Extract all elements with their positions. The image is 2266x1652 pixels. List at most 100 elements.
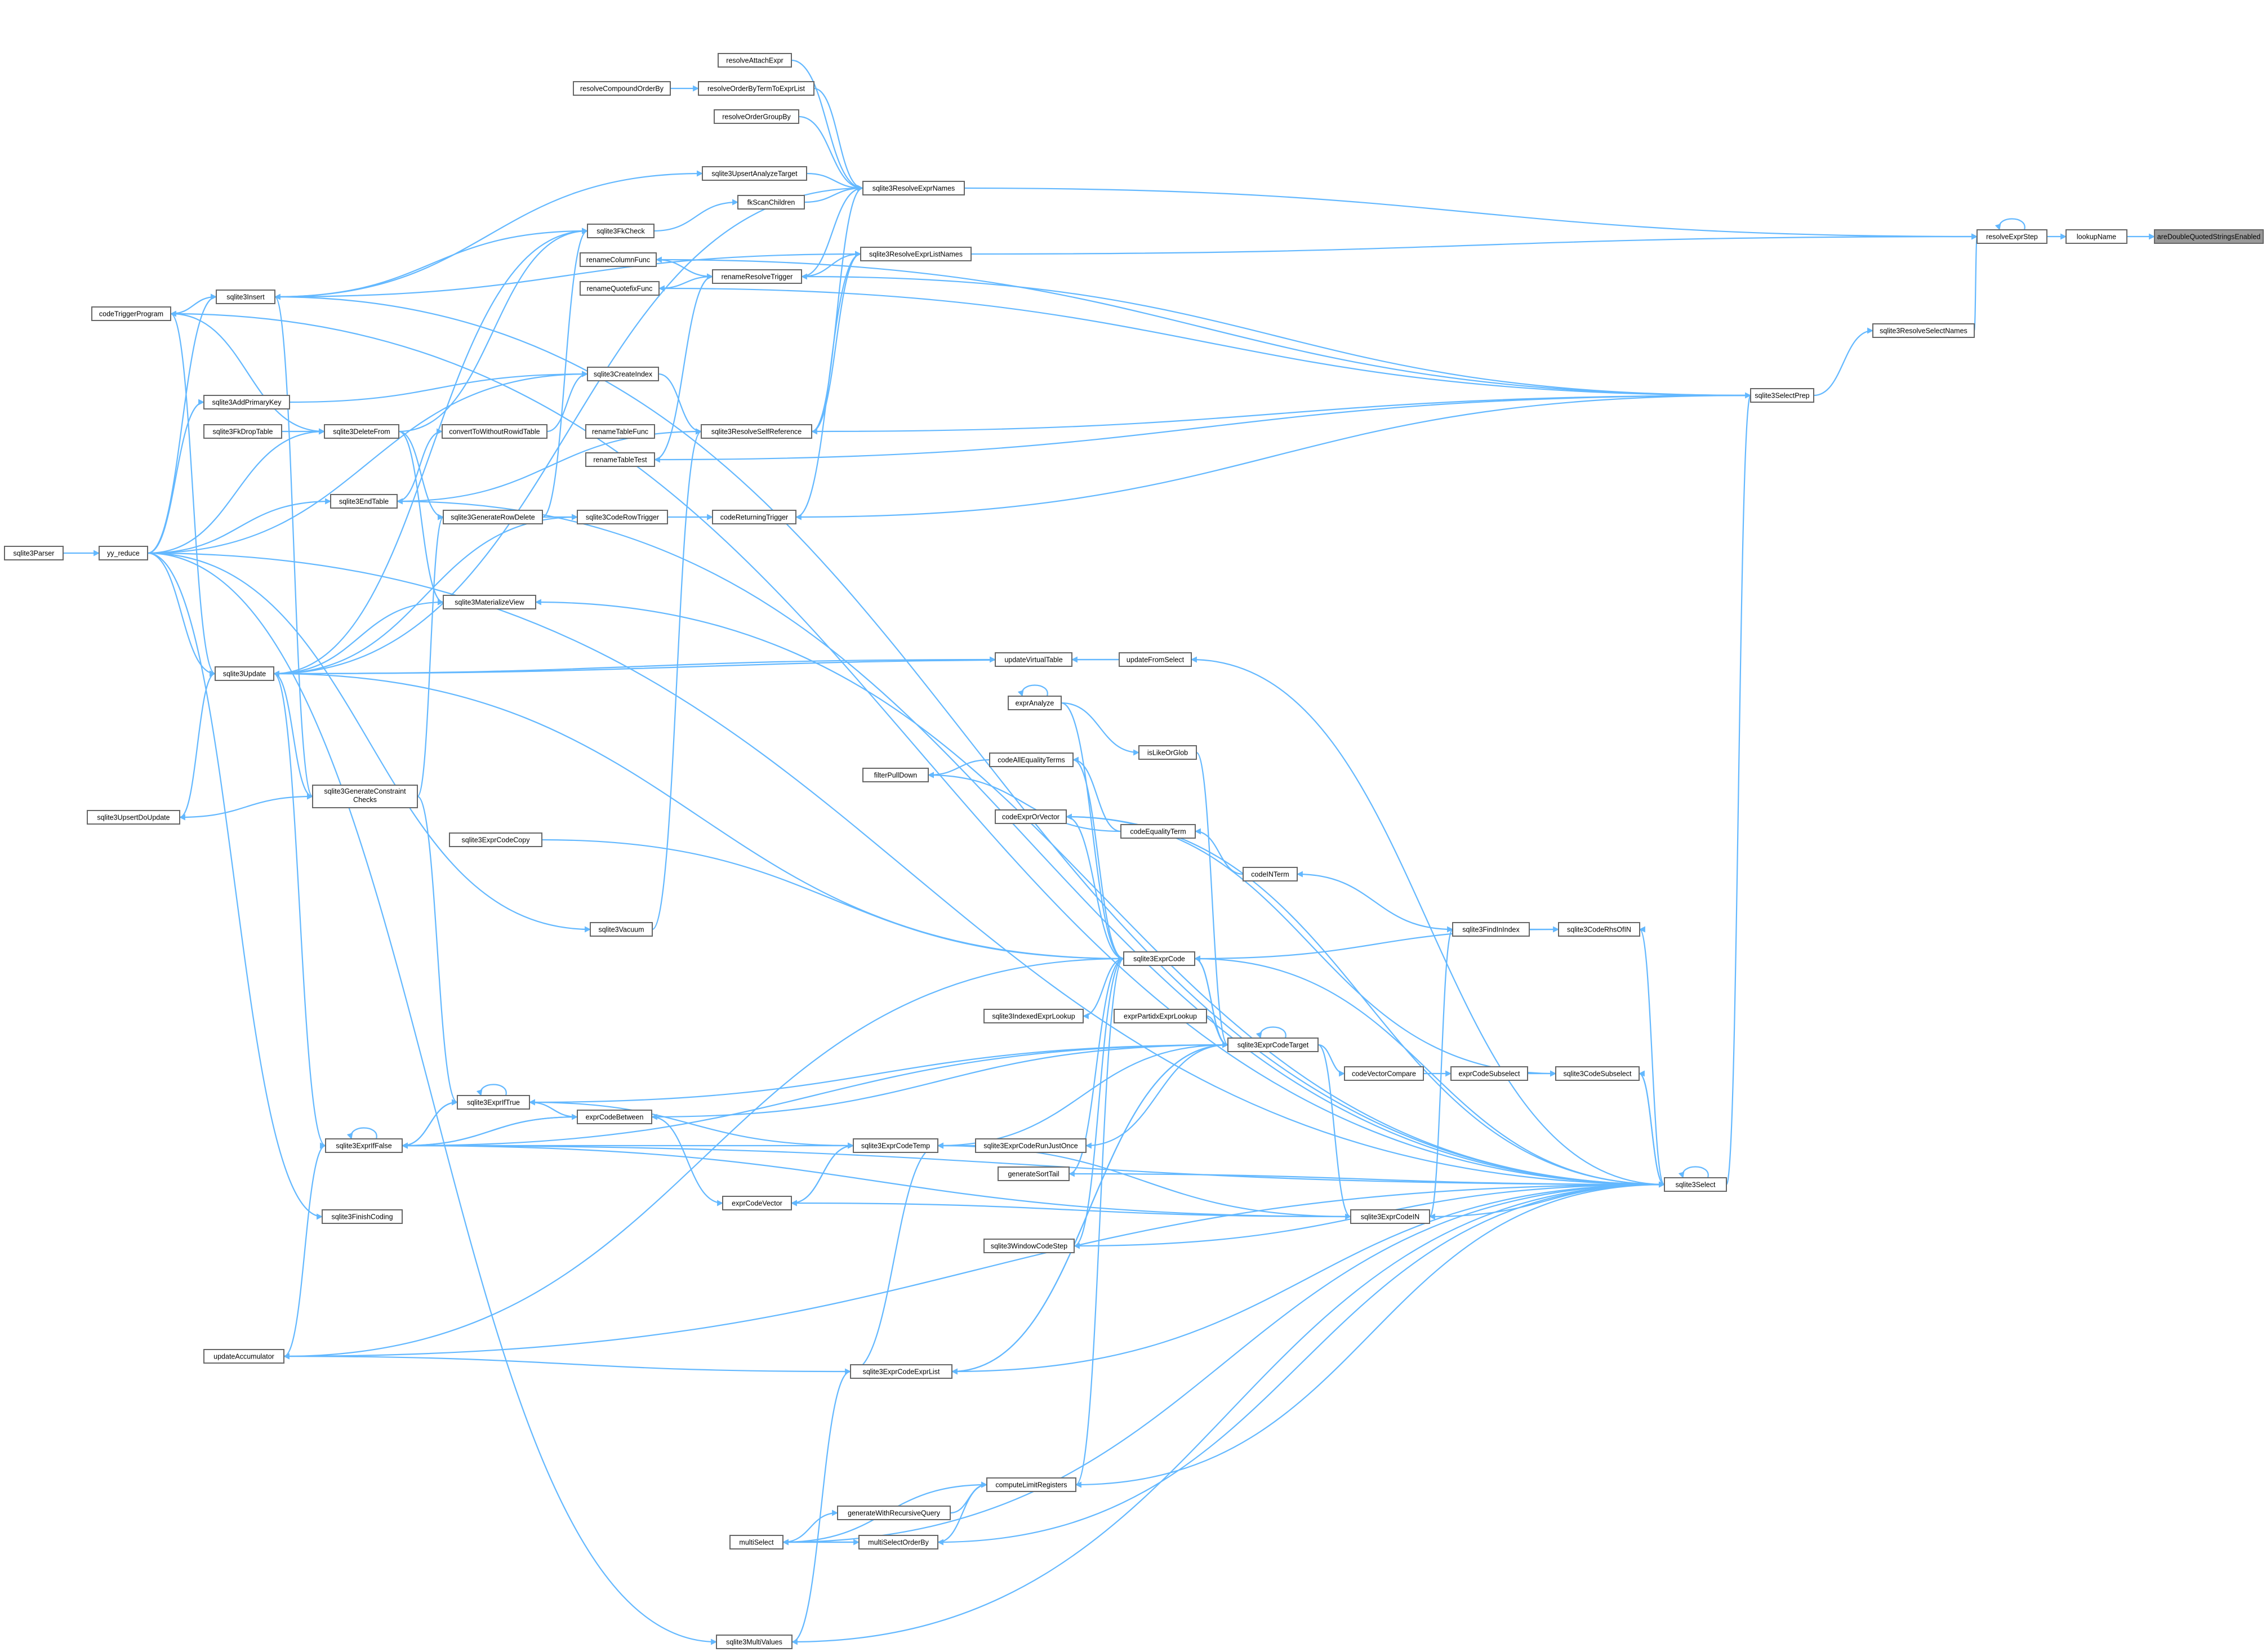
node-resolveCompoundOrderBy[interactable]: resolveCompoundOrderBy	[573, 81, 671, 96]
node-sqlite3ResolveSelfReference[interactable]: sqlite3ResolveSelfReference	[701, 424, 812, 439]
node-sqlite3IndexedExprLookup[interactable]: sqlite3IndexedExprLookup	[983, 1009, 1084, 1023]
node-sqlite3EndTable[interactable]: sqlite3EndTable	[330, 494, 398, 509]
node-exprAnalyze[interactable]: exprAnalyze	[1008, 696, 1062, 710]
edge-sqlite3FkCheck-to-fkScanChildren	[653, 199, 739, 232]
node-label: sqlite3ResolveExprListNames	[869, 251, 963, 259]
node-sqlite3CodeRhsOfIN[interactable]: sqlite3CodeRhsOfIN	[1558, 922, 1640, 937]
node-filterPullDown[interactable]: filterPullDown	[862, 768, 929, 782]
node-sqlite3ExprCode[interactable]: sqlite3ExprCode	[1123, 951, 1195, 966]
node-updateVirtualTable[interactable]: updateVirtualTable	[995, 652, 1072, 667]
node-sqlite3CodeSubselect[interactable]: sqlite3CodeSubselect	[1555, 1066, 1640, 1081]
node-codeINTerm[interactable]: codeINTerm	[1243, 867, 1298, 881]
node-sqlite3Select[interactable]: sqlite3Select	[1664, 1177, 1727, 1192]
node-computeLimitRegisters[interactable]: computeLimitRegisters	[986, 1477, 1076, 1492]
node-codeExprOrVector[interactable]: codeExprOrVector	[995, 809, 1067, 824]
node-sqlite3FindInIndex[interactable]: sqlite3FindInIndex	[1452, 922, 1530, 937]
node-codeVectorCompare[interactable]: codeVectorCompare	[1344, 1066, 1424, 1081]
node-sqlite3ResolveSelectNames[interactable]: sqlite3ResolveSelectNames	[1872, 323, 1975, 338]
node-sqlite3ExprCodeTarget[interactable]: sqlite3ExprCodeTarget	[1227, 1037, 1319, 1052]
node-label: renameQuotefixFunc	[587, 285, 653, 293]
node-resolveAttachExpr[interactable]: resolveAttachExpr	[718, 53, 792, 68]
edge-sqlite3EndTable-to-sqlite3ResolveSelfReference	[397, 428, 702, 502]
node-sqlite3ExprCodeTemp[interactable]: sqlite3ExprCodeTemp	[853, 1138, 938, 1153]
node-sqlite3CodeRowTrigger[interactable]: sqlite3CodeRowTrigger	[577, 510, 668, 524]
node-label: codeINTerm	[1251, 871, 1289, 879]
node-renameColumnFunc[interactable]: renameColumnFunc	[580, 252, 657, 267]
node-multiSelectOrderBy[interactable]: multiSelectOrderBy	[858, 1535, 938, 1549]
edge-sqlite3ExprIfFalse-to-sqlite3ExprIfFalse	[346, 1127, 377, 1140]
node-sqlite3Insert[interactable]: sqlite3Insert	[216, 290, 275, 304]
node-generateSortTail[interactable]: generateSortTail	[998, 1166, 1070, 1181]
node-resolveOrderGroupBy[interactable]: resolveOrderGroupBy	[714, 109, 799, 124]
edge-convertToWithoutRowidTable-to-sqlite3CreateIndex	[546, 371, 589, 433]
node-resolveOrderByTermToExprList[interactable]: resolveOrderByTermToExprList	[698, 81, 814, 96]
node-lookupName[interactable]: lookupName	[2065, 229, 2127, 244]
node-updateAccumulator[interactable]: updateAccumulator	[203, 1349, 284, 1364]
edge-codeReturningTrigger-to-sqlite3ResolveExprListNames	[795, 251, 862, 518]
node-sqlite3GenerateRowDelete[interactable]: sqlite3GenerateRowDelete	[443, 510, 543, 524]
node-exprPartidxExprLookup[interactable]: exprPartidxExprLookup	[1114, 1009, 1207, 1023]
node-target[interactable]: areDoubleQuotedStringsEnabled	[2154, 229, 2264, 244]
node-sqlite3FkDropTable[interactable]: sqlite3FkDropTable	[203, 424, 282, 439]
node-fkScanChildren[interactable]: fkScanChildren	[737, 195, 805, 210]
edge-multiSelect-to-generateWithRecursiveQuery	[782, 1509, 839, 1543]
edge-exprAnalyze-to-exprAnalyze	[1017, 684, 1048, 697]
node-sqlite3ExprIfFalse[interactable]: sqlite3ExprIfFalse	[325, 1138, 403, 1153]
node-box	[1114, 1009, 1207, 1023]
node-sqlite3CreateIndex[interactable]: sqlite3CreateIndex	[587, 367, 659, 381]
node-exprCodeBetween[interactable]: exprCodeBetween	[577, 1110, 652, 1124]
node-label: sqlite3FkCheck	[596, 228, 645, 235]
node-sqlite3DeleteFrom[interactable]: sqlite3DeleteFrom	[324, 424, 399, 439]
node-label: exprCodeBetween	[586, 1114, 644, 1121]
node-sqlite3ExprCodeRunJustOnce[interactable]: sqlite3ExprCodeRunJustOnce	[975, 1138, 1087, 1153]
node-sqlite3Update[interactable]: sqlite3Update	[215, 666, 274, 681]
node-sqlite3Parser[interactable]: sqlite3Parser	[4, 546, 64, 560]
node-exprCodeVector[interactable]: exprCodeVector	[722, 1196, 792, 1210]
edge-codeEqualityTerm-to-filterPullDown	[927, 772, 1121, 832]
node-codeEqualityTerm[interactable]: codeEqualityTerm	[1120, 824, 1196, 839]
node-isLikeOrGlob[interactable]: isLikeOrGlob	[1138, 745, 1197, 760]
node-renameResolveTrigger[interactable]: renameResolveTrigger	[712, 269, 802, 284]
node-box	[862, 181, 965, 195]
node-convertToWithoutRowidTable[interactable]: convertToWithoutRowidTable	[442, 424, 547, 439]
node-sqlite3FinishCoding[interactable]: sqlite3FinishCoding	[322, 1209, 403, 1224]
node-updateFromSelect[interactable]: updateFromSelect	[1119, 652, 1192, 667]
edge-sqlite3AddPrimaryKey-to-sqlite3CreateIndex	[289, 371, 589, 403]
node-box	[324, 424, 399, 439]
edge-sqlite3ExprCodeExprList-to-updateAccumulator	[283, 1353, 851, 1373]
node-renameTableTest[interactable]: renameTableTest	[585, 452, 655, 467]
node-codeReturningTrigger[interactable]: codeReturningTrigger	[712, 510, 796, 524]
node-sqlite3ResolveExprNames[interactable]: sqlite3ResolveExprNames	[862, 181, 965, 195]
node-multiSelect[interactable]: multiSelect	[729, 1535, 783, 1549]
edge-sqlite3Select-to-multiSelect	[782, 1183, 1665, 1546]
node-sqlite3WindowCodeStep[interactable]: sqlite3WindowCodeStep	[983, 1239, 1075, 1253]
node-sqlite3ResolveExprListNames[interactable]: sqlite3ResolveExprListNames	[860, 247, 972, 261]
node-sqlite3ExprIfTrue[interactable]: sqlite3ExprIfTrue	[457, 1095, 530, 1110]
node-sqlite3AddPrimaryKey[interactable]: sqlite3AddPrimaryKey	[203, 395, 290, 409]
node-sqlite3ExprCodeCopy[interactable]: sqlite3ExprCodeCopy	[449, 832, 542, 847]
node-sqlite3UpsertDoUpdate[interactable]: sqlite3UpsertDoUpdate	[87, 810, 180, 825]
node-sqlite3UpsertAnalyzeTarget[interactable]: sqlite3UpsertAnalyzeTarget	[702, 166, 807, 181]
node-resolveExprStep[interactable]: resolveExprStep	[1976, 229, 2047, 244]
node-generateWithRecursiveQuery[interactable]: generateWithRecursiveQuery	[837, 1506, 951, 1520]
node-sqlite3ExprCodeIN[interactable]: sqlite3ExprCodeIN	[1350, 1209, 1430, 1224]
edge-isLikeOrGlob-to-sqlite3ExprCodeTarget	[1195, 751, 1229, 1048]
node-yy_reduce[interactable]: yy_reduce	[99, 546, 148, 560]
node-box	[1227, 1037, 1319, 1052]
node-sqlite3SelectPrep[interactable]: sqlite3SelectPrep	[1750, 388, 1814, 403]
node-sqlite3MaterializeView[interactable]: sqlite3MaterializeView	[443, 595, 536, 609]
node-codeAllEqualityTerms[interactable]: codeAllEqualityTerms	[989, 752, 1074, 767]
node-sqlite3Vacuum[interactable]: sqlite3Vacuum	[590, 922, 653, 937]
node-codeTriggerProgram[interactable]: codeTriggerProgram	[91, 306, 171, 321]
node-sqlite3MultiValues[interactable]: sqlite3MultiValues	[716, 1635, 793, 1649]
node-label: resolveOrderByTermToExprList	[707, 85, 805, 93]
node-box	[203, 1349, 284, 1364]
node-sqlite3ExprCodeExprList[interactable]: sqlite3ExprCodeExprList	[850, 1364, 952, 1379]
node-renameTableFunc[interactable]: renameTableFunc	[585, 424, 655, 439]
node-exprCodeSubselect[interactable]: exprCodeSubselect	[1450, 1066, 1528, 1081]
node-renameQuotefixFunc[interactable]: renameQuotefixFunc	[580, 281, 660, 296]
edge-sqlite3ExprIfTrue-to-sqlite3ExprIfTrue	[476, 1084, 507, 1097]
node-sqlite3FkCheck[interactable]: sqlite3FkCheck	[587, 224, 655, 238]
edge-sqlite3Select-to-codeExprOrVector	[1065, 813, 1665, 1186]
